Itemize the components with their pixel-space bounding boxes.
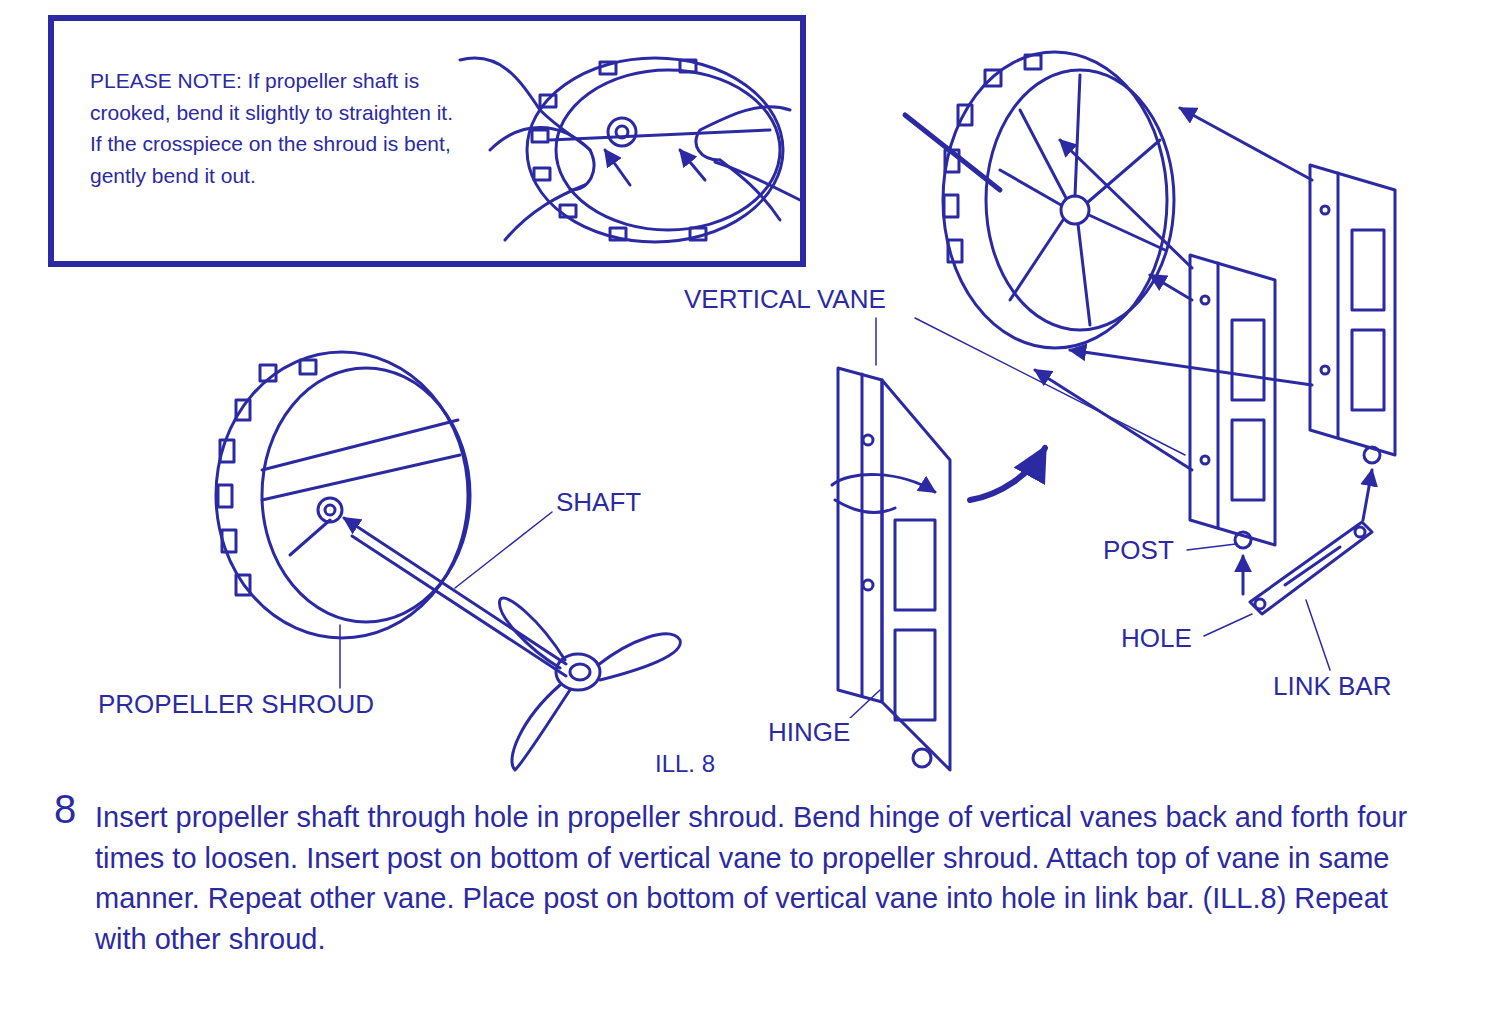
figure-number: ILL. 8 [653,750,717,778]
part-name: SHAFT [554,488,643,518]
vertical-vane [832,368,1045,770]
part-name: VERTICAL VANE [682,285,888,315]
part-name: HOLE [1119,624,1194,654]
step-number: 8 [52,786,78,832]
leader-lines [340,318,1330,720]
part-name: LINK BAR [1271,672,1394,702]
shroud-assembly [905,52,1395,614]
instruction-text: Insert propeller shaft through hole in p… [93,797,1442,959]
part-name: POST [1101,536,1176,566]
hands-sketch [460,58,800,242]
note-text: PLEASE NOTE: If propeller shaft is crook… [90,65,460,191]
part-name: PROPELLER SHROUD [96,690,376,720]
part-name: HINGE [766,718,852,748]
propeller-shroud [216,352,470,638]
note-box: PLEASE NOTE: If propeller shaft is crook… [48,15,806,267]
propeller [344,518,680,770]
